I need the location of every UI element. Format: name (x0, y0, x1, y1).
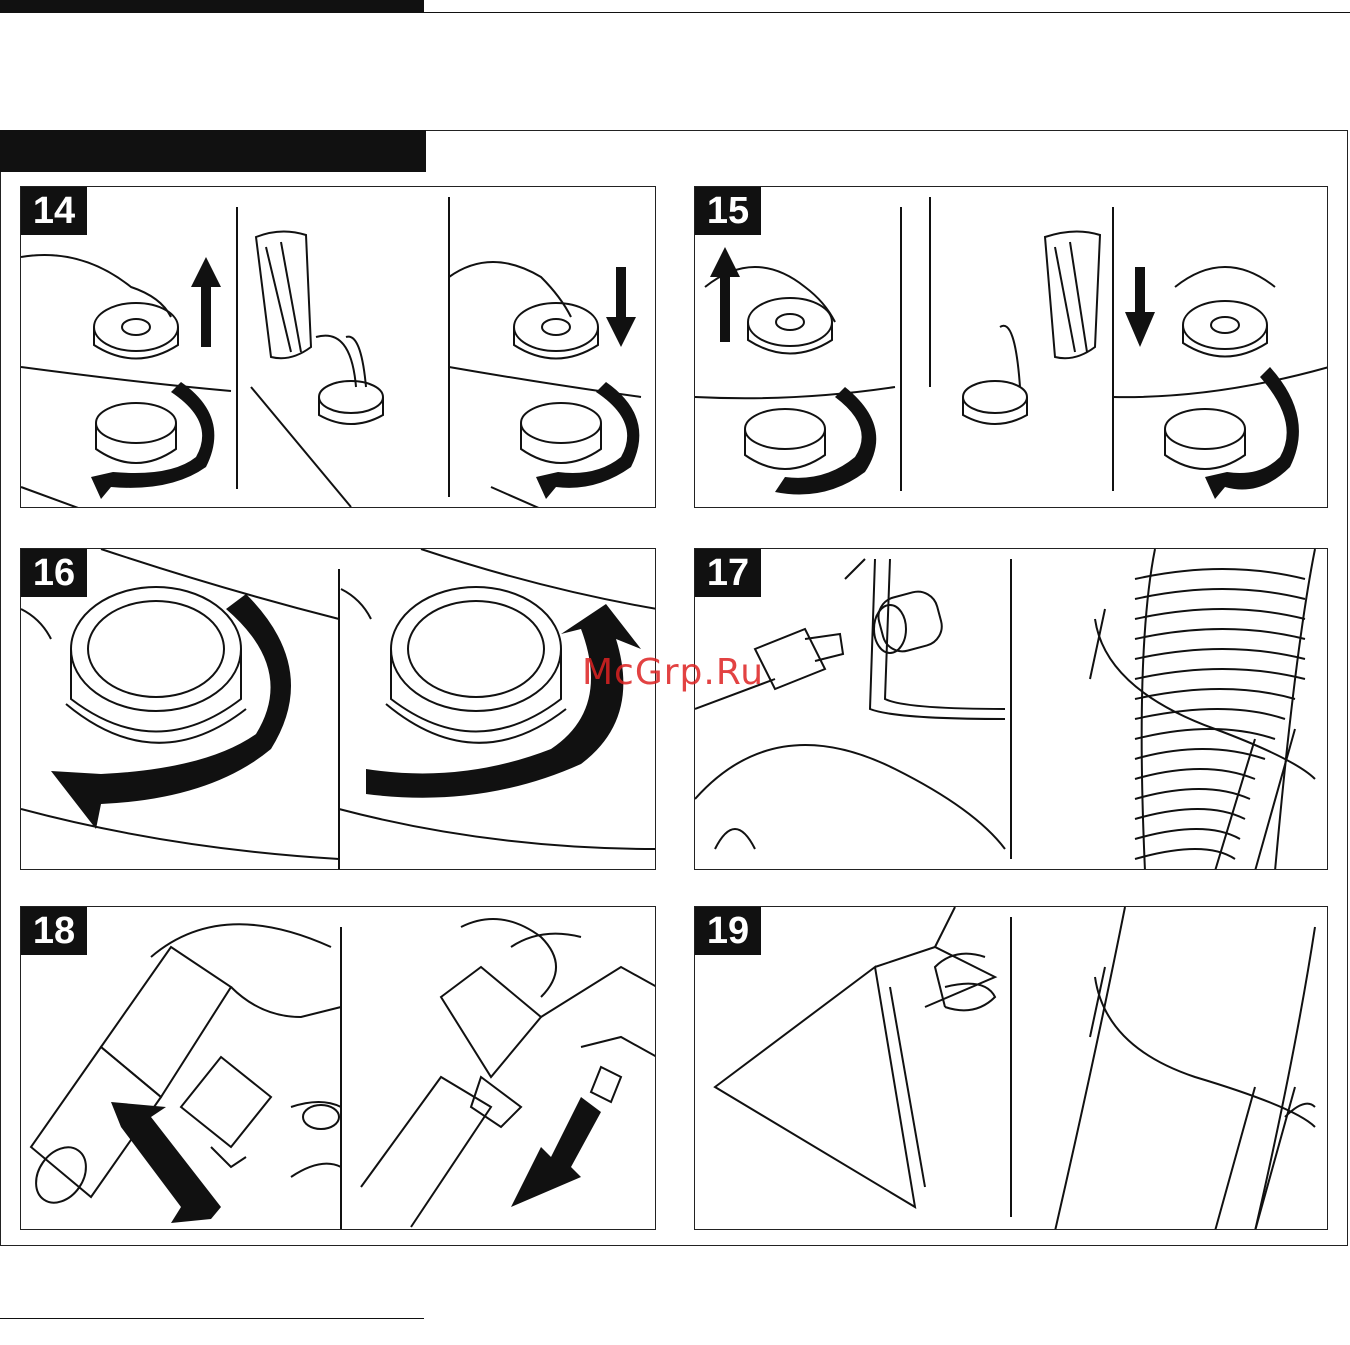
step-number-14: 14 (21, 187, 87, 235)
step-number-15: 15 (695, 187, 761, 235)
step-number-19: 19 (695, 907, 761, 955)
step-panel-14: 14 (20, 186, 656, 508)
step-number-16: 16 (21, 549, 87, 597)
illustration-19 (695, 907, 1328, 1230)
footer-rule (0, 1318, 424, 1319)
step-number-18: 18 (21, 907, 87, 955)
header-rule (424, 12, 1350, 13)
illustration-15 (695, 187, 1328, 508)
step-panel-17: 17 (694, 548, 1328, 870)
step-panel-18: 18 (20, 906, 656, 1230)
illustration-17 (695, 549, 1328, 870)
step-number-17: 17 (695, 549, 761, 597)
step-panel-16: 16 (20, 548, 656, 870)
header-bar (0, 0, 424, 13)
watermark: McGrp.Ru (582, 652, 764, 693)
illustration-18 (21, 907, 656, 1230)
illustration-14 (21, 187, 656, 508)
illustration-16 (21, 549, 656, 870)
step-panel-19: 19 (694, 906, 1328, 1230)
section-tab (0, 130, 426, 172)
step-panel-15: 15 (694, 186, 1328, 508)
